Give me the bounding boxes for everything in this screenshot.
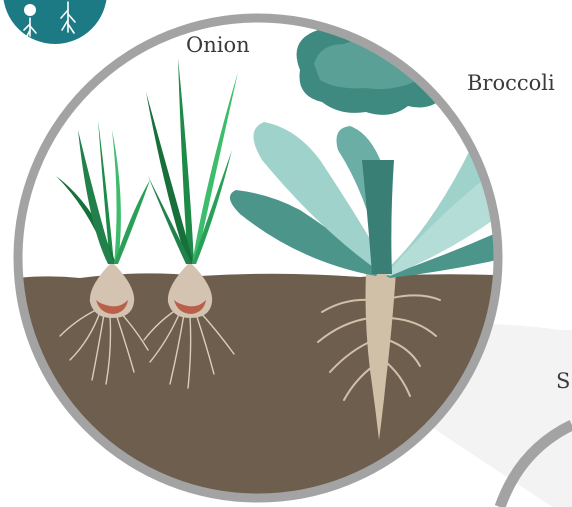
plant-roots-icon	[3, 0, 107, 44]
onion-label: Onion	[186, 35, 250, 56]
soil	[0, 273, 520, 507]
broccoli-label: Broccoli	[467, 73, 555, 94]
next-plant-label-partial: S	[556, 371, 570, 392]
